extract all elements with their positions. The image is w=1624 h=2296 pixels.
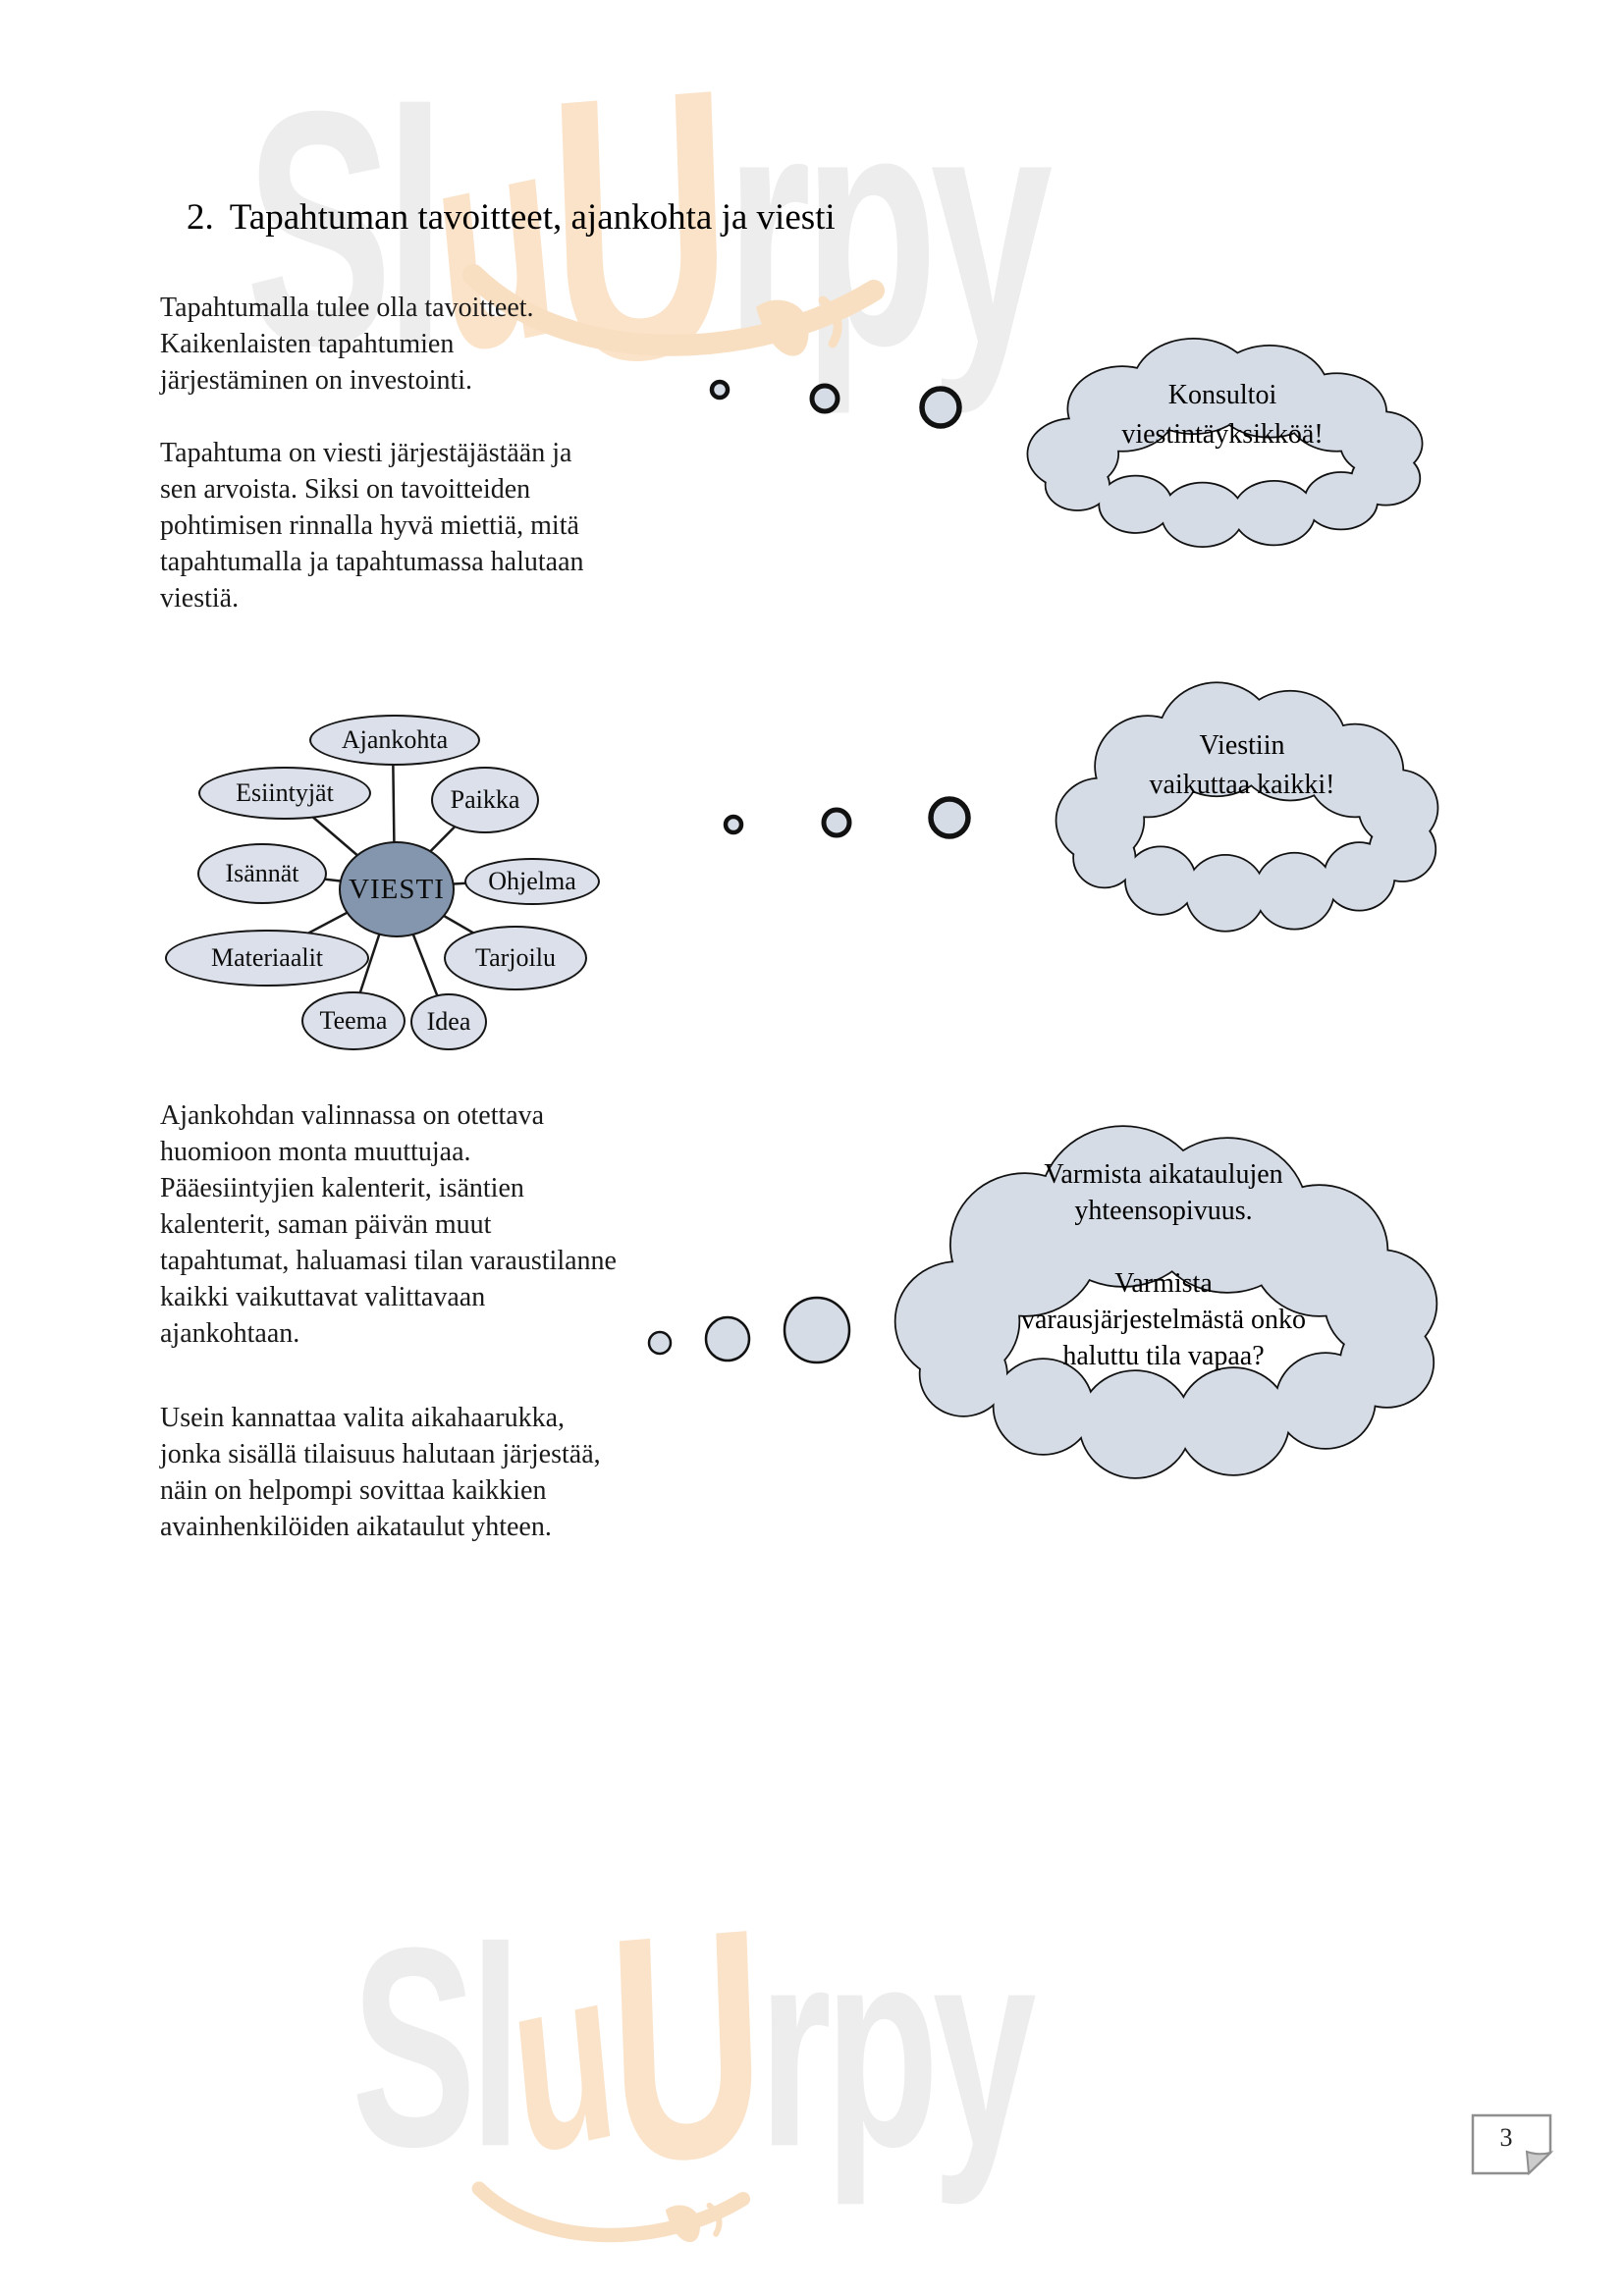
page-number-box: 3	[1470, 2112, 1554, 2177]
mindmap-node-materiaalit: Materiaalit	[165, 930, 369, 987]
smile-tongue-icon	[462, 264, 885, 356]
mindmap-center-viesti: VIESTI	[339, 841, 455, 937]
watermark-text: U	[604, 1859, 770, 2231]
watermark-logo-bottom: SluUrpy	[352, 1859, 1037, 2279]
cloud-1-text: Konsultoi viestintäyksikköä!	[1121, 380, 1324, 450]
mindmap-node-idea: Idea	[410, 993, 487, 1050]
mindmap-viesti: Ajankohta Esiintyjät Paikka Isännät Ohje…	[137, 677, 707, 1070]
paragraph-goals: Tapahtumalla tulee olla tavoitteet. Kaik…	[160, 293, 534, 396]
thought-trail-2	[723, 796, 971, 839]
mindmap-node-teema: Teema	[301, 991, 406, 1050]
watermark-text: Sl	[245, 42, 446, 415]
folded-page-icon	[1471, 2113, 1554, 2176]
watermark-text: rpy	[758, 1889, 1037, 2207]
mindmap-node-paikka: Paikka	[431, 767, 539, 833]
page-title: 2. Tapahtuman tavoitteet, ajankohta ja vi…	[187, 196, 836, 239]
mindmap-node-tarjoilu: Tarjoilu	[444, 926, 587, 990]
cloud-2-text: Viestiin vaikuttaa kaikki!	[1149, 730, 1335, 800]
paragraph-timing: Ajankohdan valinnassa on otettava huomio…	[160, 1100, 617, 1349]
paragraph-message: Tapahtuma on viesti järjestäjästään ja s…	[160, 438, 584, 614]
thought-cloud-3	[859, 1097, 1473, 1480]
mindmap-node-esiintyjat: Esiintyjät	[198, 767, 371, 820]
mindmap-node-isannat: Isännät	[197, 843, 327, 904]
mindmap-node-ohjelma: Ohjelma	[464, 858, 600, 905]
mindmap-node-ajankohta: Ajankohta	[309, 715, 480, 766]
smile-tongue-icon	[471, 2181, 751, 2243]
watermark-text: Sl	[352, 1889, 521, 2207]
thought-cloud-2	[1031, 663, 1463, 933]
thought-cloud-1	[1001, 322, 1448, 548]
cloud-3-text: Varmista aikataulujen yhteensopivuus. Va…	[1020, 1159, 1306, 1371]
heading-number: 2.	[187, 197, 214, 238]
heading-text: Tapahtuman tavoitteet, ajankohta ja vies…	[229, 197, 836, 238]
page-number: 3	[1499, 2123, 1513, 2152]
paragraph-timeframe: Usein kannattaa valita aikahaarukka, jon…	[160, 1403, 601, 1542]
